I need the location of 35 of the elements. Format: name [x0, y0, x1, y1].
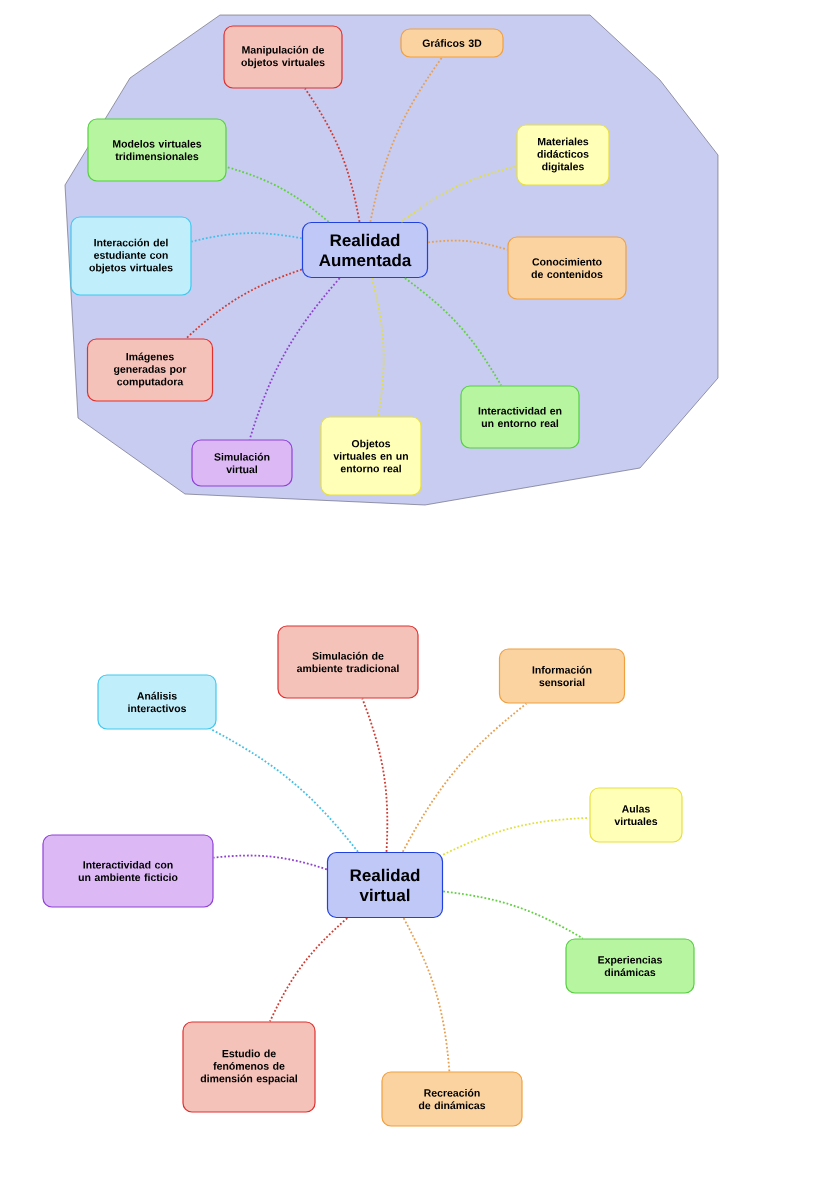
connector-line	[370, 277, 385, 418]
topic-box: Estudio de fenómenos de dimensión espacial	[182, 1021, 316, 1113]
connector-line	[442, 890, 584, 940]
connector-line	[369, 56, 443, 223]
topic-box: Simulación de ambiente tradicional	[277, 625, 419, 699]
topic-box: Información sensorial	[498, 648, 626, 704]
topic-box: Interactividad con un ambiente ficticio	[42, 834, 214, 908]
topic-box: Gráficos 3D	[400, 28, 504, 58]
connector-line	[212, 854, 328, 871]
connector-line	[190, 232, 303, 243]
topic-box: Interacción del estudiante con objetos virtuales	[70, 216, 192, 296]
connector-line	[225, 166, 330, 223]
topic-box: Conocimiento de contenidos	[507, 236, 627, 300]
connector-line	[304, 87, 361, 223]
topic-box: Manipulación de objetos virtuales	[223, 25, 343, 89]
central-topic-box: Realidad virtual	[326, 851, 444, 919]
central-topic-box: Realidad Aumentada	[301, 221, 429, 279]
topic-box: Imágenes generadas por computadora	[86, 338, 214, 402]
topic-box: Aulas virtuales	[589, 787, 683, 843]
connector-line	[400, 165, 518, 223]
topic-box: Recreación de dinámicas	[381, 1071, 523, 1127]
topic-box: Simulación virtual	[191, 439, 293, 487]
topic-box: Experiencias dinámicas	[565, 938, 695, 994]
connector-line	[403, 277, 502, 387]
connector-line	[402, 917, 451, 1073]
connector-line	[269, 917, 349, 1023]
connector-line	[185, 268, 303, 340]
topic-box: Modelos virtuales tridimensionales	[87, 118, 227, 182]
topic-box: Objetos virtuales en un entorno real	[320, 416, 422, 496]
connector-line	[248, 277, 341, 441]
topic-box: Materiales didácticos digitales	[516, 124, 610, 186]
connector-line	[210, 728, 359, 853]
topic-box: Análisis interactivos	[97, 674, 217, 730]
connector-line	[401, 702, 528, 853]
topic-box: Interactividad en un entorno real	[460, 385, 580, 449]
